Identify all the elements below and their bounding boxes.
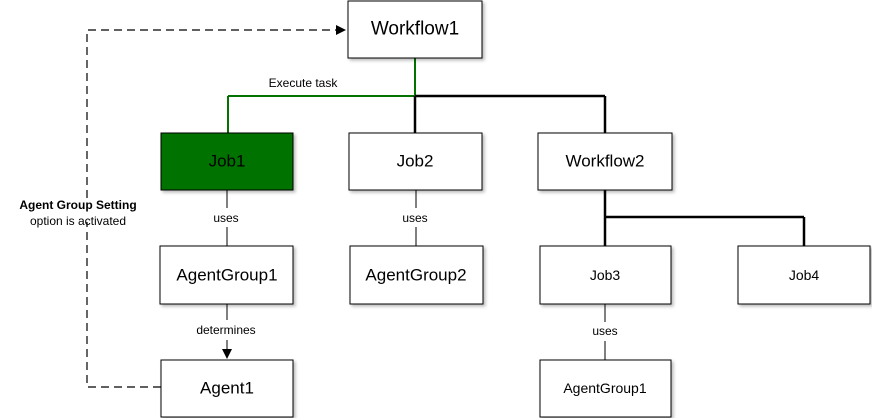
note-title: Agent Group Setting (19, 198, 136, 212)
execute-task-label: Execute task (269, 76, 339, 90)
node-label: Workflow2 (565, 152, 644, 171)
node-job3[interactable]: Job3 (539, 245, 672, 305)
node-job1[interactable]: Job1 (160, 132, 294, 191)
node-workflow1[interactable]: Workflow1 (347, 0, 483, 59)
node-job2[interactable]: Job2 (348, 132, 483, 191)
node-label: AgentGroup2 (365, 266, 466, 285)
node-label: Job3 (590, 267, 621, 283)
node-label: Workflow1 (371, 19, 459, 40)
agent-group-setting-loop-top (86, 25, 346, 198)
node-label: Job4 (789, 267, 820, 283)
node-label: Job1 (209, 152, 246, 171)
determines-label: determines (196, 323, 255, 337)
uses-label-job1: uses (213, 211, 238, 225)
uses-label-job2: uses (402, 211, 427, 225)
node-agentgroup1[interactable]: AgentGroup1 (159, 245, 294, 305)
note-text: option is activated (30, 214, 126, 228)
node-agentgroup2[interactable]: AgentGroup2 (349, 245, 484, 305)
uses-label-job3: uses (592, 324, 617, 338)
agent-group-setting-note: Agent Group Setting option is activated (19, 198, 136, 228)
node-label: Agent1 (200, 379, 254, 398)
node-agentgroup1-job3[interactable]: AgentGroup1 (539, 359, 672, 418)
node-workflow2[interactable]: Workflow2 (537, 132, 673, 191)
node-job4[interactable]: Job4 (737, 245, 871, 305)
connectors (86, 25, 806, 388)
node-label: AgentGroup1 (563, 380, 646, 396)
agent-group-setting-loop-bottom (86, 222, 161, 388)
node-label: AgentGroup1 (176, 266, 277, 285)
node-label: Job2 (397, 152, 434, 171)
node-agent1[interactable]: Agent1 (160, 359, 294, 418)
